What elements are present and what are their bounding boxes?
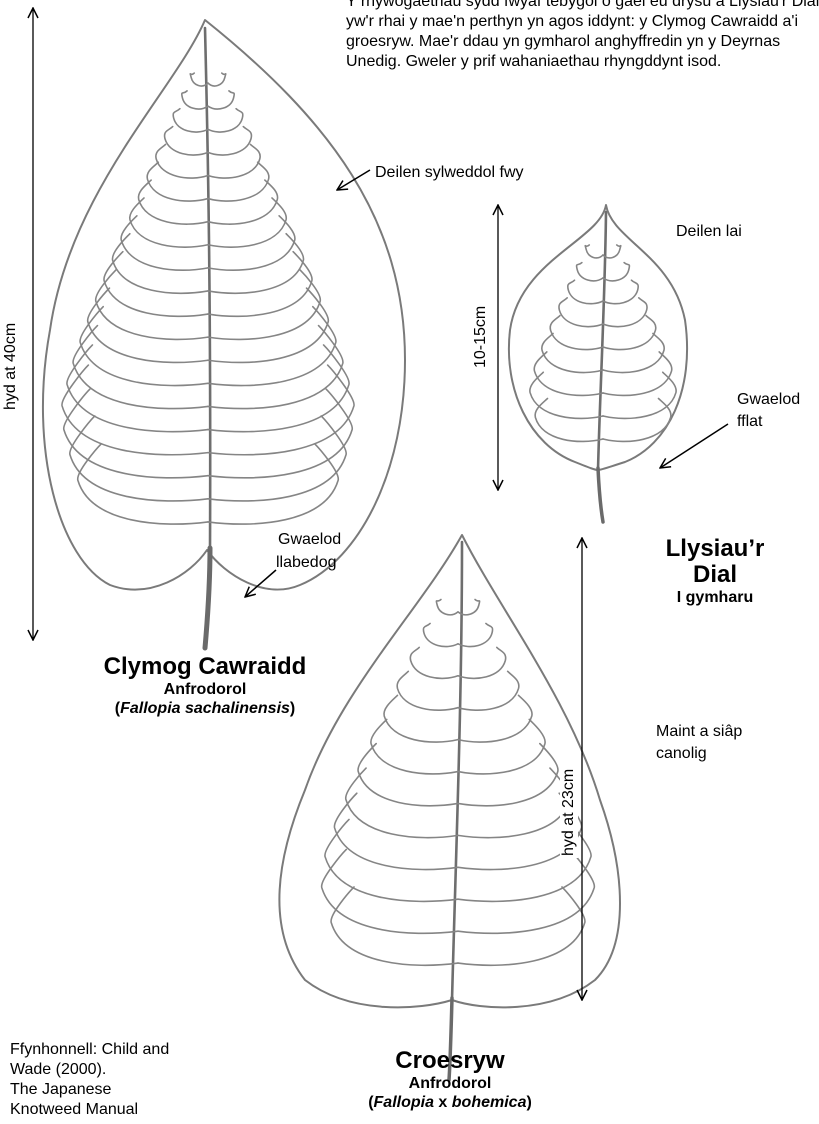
- japanese-vein: [603, 333, 664, 372]
- intro-paragraph: Y rhywogaethau sydd fwyaf tebygol o gael…: [346, 0, 819, 72]
- giant-vein: [156, 144, 208, 178]
- japanese-name-line1: Llysiau’r: [640, 536, 790, 562]
- giant-vein: [80, 307, 208, 386]
- japanese-vein: [534, 352, 603, 396]
- giant-vein: [78, 444, 208, 524]
- giant-vein: [88, 288, 208, 362]
- hybrid-status: Anfrodorol: [330, 1074, 570, 1093]
- source-line-1: Ffynhonnell: Child and: [10, 1040, 169, 1060]
- japanese-vein: [585, 245, 603, 258]
- japanese-name-line2: Dial: [640, 562, 790, 588]
- hybrid-vein: [384, 695, 458, 742]
- japanese-vein: [568, 280, 603, 304]
- giant-vein: [208, 288, 328, 362]
- giant-vein: [208, 91, 234, 109]
- source-line-4: Knotweed Manual: [10, 1100, 138, 1120]
- hybrid-vein: [325, 819, 458, 901]
- hybrid-title-block: Croesryw Anfrodorol (Fallopia x bohemica…: [330, 1048, 570, 1112]
- japanese-vein: [535, 398, 603, 441]
- hybrid-vein: [410, 647, 458, 678]
- giant-vein: [208, 144, 260, 178]
- giant-knotweed-leaf: [43, 20, 405, 648]
- giant-vein: [208, 444, 338, 524]
- hybrid-vein: [371, 719, 458, 774]
- giant-length-label: hyd at 40cm: [2, 321, 20, 412]
- giant-vein: [208, 307, 336, 386]
- japanese-leaf-note: Deilen lai: [676, 222, 742, 242]
- hybrid-latin-name: (Fallopia x bohemica): [330, 1093, 570, 1112]
- giant-vein: [208, 252, 312, 317]
- japanese-length-label: 10-15cm: [472, 304, 490, 370]
- giant-common-name: Clymog Cawraidd: [60, 654, 350, 680]
- giant-vein: [70, 416, 208, 501]
- giant-latin-name: (Fallopia sachalinensis): [60, 699, 350, 718]
- giant-base-note-1: Gwaelod: [278, 530, 341, 550]
- hybrid-vein: [458, 647, 506, 678]
- japanese-vein: [603, 316, 656, 350]
- source-line-3: The Japanese: [10, 1080, 111, 1100]
- hybrid-length-label: hyd at 23cm: [560, 767, 578, 858]
- japanese-vein: [542, 333, 603, 372]
- japanese-vein: [603, 263, 629, 281]
- giant-vein: [138, 180, 208, 224]
- giant-vein: [73, 326, 208, 409]
- giant-title-block: Clymog Cawraidd Anfrodorol (Fallopia sac…: [60, 654, 350, 718]
- japanese-knotweed-leaf: [509, 205, 687, 522]
- hybrid-vein: [423, 623, 458, 646]
- hybrid-vein: [397, 671, 458, 710]
- giant-vein: [208, 180, 278, 224]
- hybrid-size-note-2: canolig: [656, 744, 707, 764]
- hybrid-vein: [436, 599, 458, 614]
- hybrid-vein: [458, 849, 594, 933]
- source-line-2: Wade (2000).: [10, 1060, 106, 1080]
- giant-vein: [208, 109, 243, 132]
- japanese-vein: [603, 280, 638, 304]
- japanese-vein: [577, 263, 603, 281]
- giant-vein: [208, 326, 343, 409]
- hybrid-vein: [458, 671, 519, 710]
- hybrid-vein: [458, 695, 532, 742]
- hybrid-common-name: Croesryw: [330, 1048, 570, 1074]
- giant-vein: [208, 234, 304, 294]
- giant-vein: [112, 234, 208, 294]
- giant-vein: [147, 162, 208, 201]
- japanese-vein: [603, 352, 672, 396]
- japanese-vein: [550, 316, 603, 350]
- giant-vein: [182, 91, 208, 109]
- large-leaf-pointer: [337, 170, 370, 190]
- giant-vein: [104, 252, 208, 317]
- hybrid-size-note-1: Maint a siâp: [656, 722, 742, 742]
- giant-vein: [208, 73, 226, 86]
- hybrid-vein: [334, 793, 458, 869]
- hybrid-vein: [458, 887, 585, 965]
- hybrid-vein: [458, 744, 558, 806]
- giant-base-note-2: llabedog: [276, 553, 337, 573]
- giant-vein: [208, 162, 269, 201]
- flat-base-pointer: [660, 424, 728, 468]
- giant-leaf-note: Deilen sylweddol fwy: [375, 163, 524, 183]
- giant-vein: [208, 416, 346, 501]
- giant-vein: [173, 109, 208, 132]
- hybrid-vein: [458, 719, 545, 774]
- hybrid-vein: [331, 887, 458, 965]
- hybrid-vein: [322, 849, 458, 933]
- japanese-base-note-2: fflat: [737, 412, 763, 432]
- hybrid-vein: [358, 744, 458, 806]
- japanese-compare-note: I gymharu: [640, 588, 790, 607]
- japanese-base-note-1: Gwaelod: [737, 390, 800, 410]
- japanese-title-block: Llysiau’r Dial I gymharu: [640, 536, 790, 607]
- giant-status: Anfrodorol: [60, 680, 350, 699]
- giant-vein: [96, 270, 208, 340]
- hybrid-vein: [458, 623, 493, 646]
- giant-vein: [208, 270, 320, 340]
